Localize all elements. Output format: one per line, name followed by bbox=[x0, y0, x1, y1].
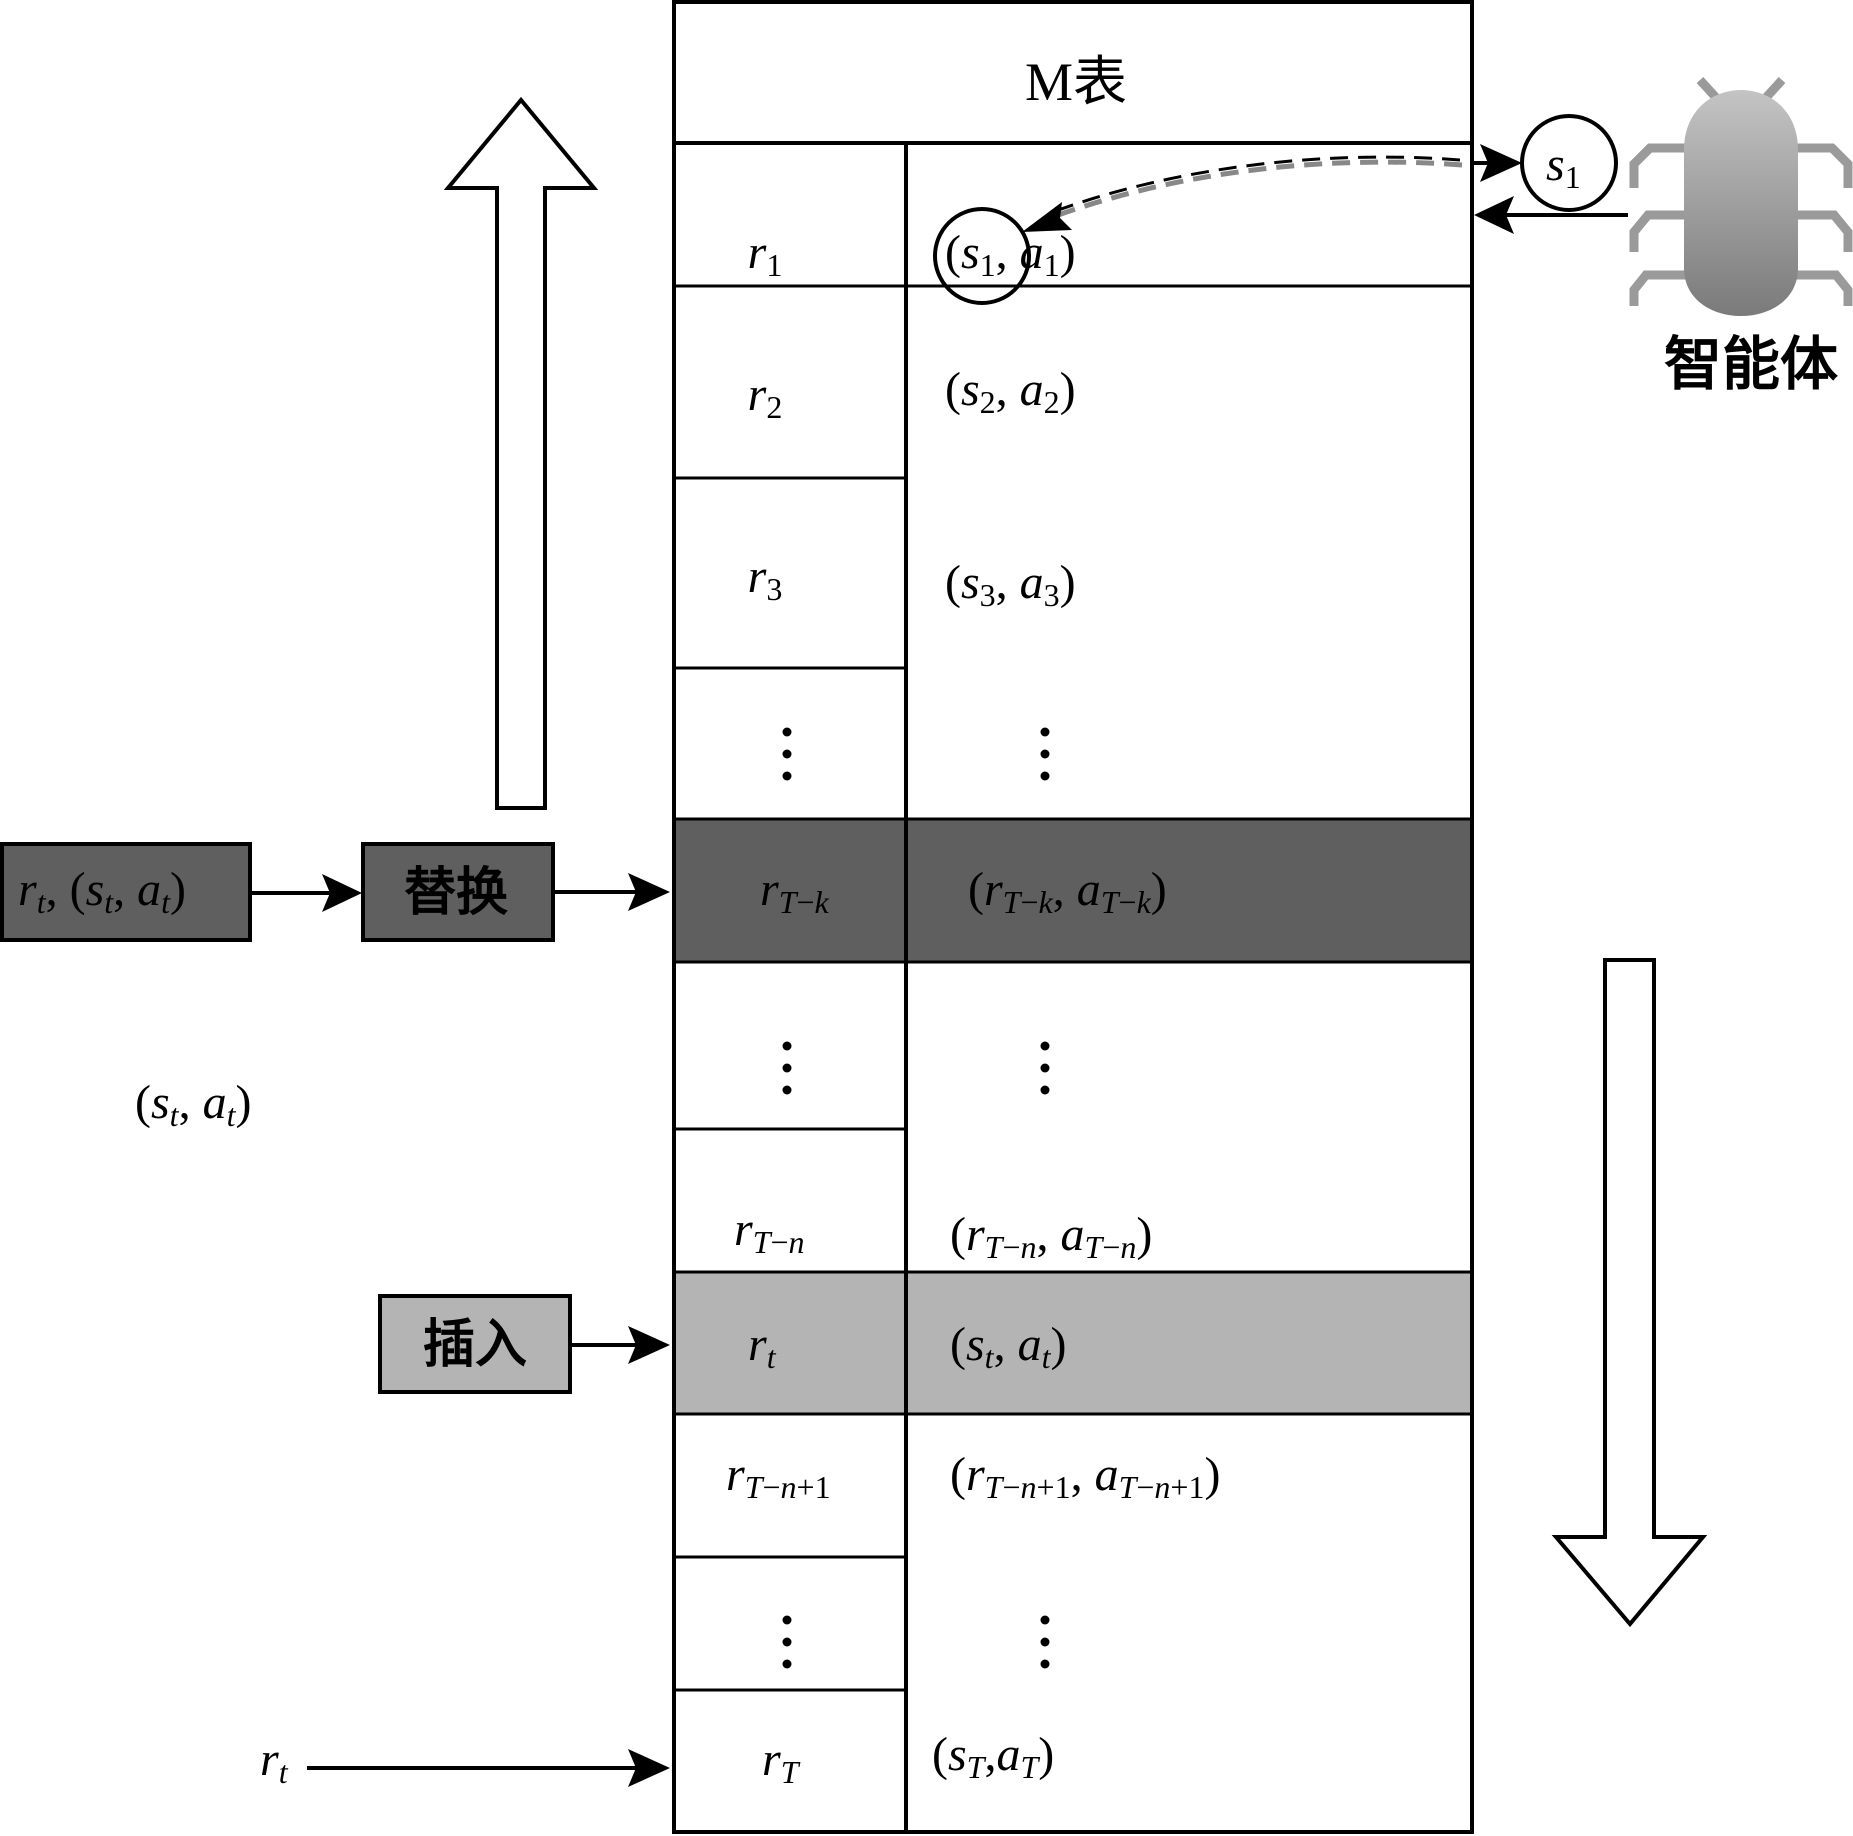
pair-s2-a2: (s2, a2) bbox=[945, 363, 1076, 420]
agent-label: 智能体 bbox=[1664, 330, 1838, 398]
down-hollow-arrow bbox=[1551, 958, 1708, 1628]
insert-label: 插入 bbox=[423, 1315, 527, 1375]
reward-r2: r2 bbox=[748, 368, 783, 425]
reward-r3: r3 bbox=[748, 550, 783, 607]
bug-body bbox=[1684, 90, 1798, 316]
s1-highlight-circle bbox=[933, 207, 1031, 305]
table-frame bbox=[672, 0, 1474, 1834]
lookup-dashed-arrow bbox=[1049, 159, 1463, 221]
reward-rT-k: rT−k bbox=[760, 863, 830, 920]
insert-row-fill bbox=[674, 1272, 1472, 1414]
pair-s3-a3: (s3, a3) bbox=[945, 556, 1076, 613]
replace-button bbox=[361, 842, 555, 942]
ellipsis-reward-1 bbox=[782, 727, 792, 781]
reward-rT-n+1: rT−n+1 bbox=[726, 1448, 831, 1505]
pair-sT-aT: (sT,aT) bbox=[932, 1728, 1054, 1785]
reward-rT: rT bbox=[762, 1733, 801, 1790]
pair-rT-n+1-aT-n+1: (rT−n+1, aT−n+1) bbox=[950, 1448, 1220, 1505]
replace-flow: rt, (st, at) 替换 bbox=[0, 842, 670, 942]
bottom-reward-label: rt bbox=[260, 1733, 289, 1790]
m-table: M表 r1 (s1, a1) r2 (s2, a2) r3 (s3, a3) r… bbox=[672, 0, 1474, 1834]
pair-label-left: (st, at) bbox=[135, 1076, 251, 1133]
replace-label: 替换 bbox=[404, 863, 508, 923]
ellipsis-pair-2 bbox=[1040, 1041, 1050, 1095]
up-hollow-arrow bbox=[443, 96, 599, 810]
pair-rT-n-aT-n: (rT−n, aT−n) bbox=[950, 1208, 1152, 1265]
insert-flow: 插入 bbox=[378, 1294, 670, 1394]
pair-st-at-inserted: (st, at) bbox=[950, 1318, 1066, 1375]
source-box-label: rt, (st, at) bbox=[18, 863, 186, 920]
reward-rt-inserted: rt bbox=[748, 1318, 777, 1375]
replace-row-fill bbox=[674, 819, 1472, 962]
insert-button bbox=[378, 1294, 572, 1394]
source-box bbox=[0, 842, 252, 942]
bottom-reward-flow: rt bbox=[260, 1733, 670, 1790]
agent: 智能体 s1 bbox=[1022, 76, 1853, 398]
reward-rT-n: rT−n bbox=[734, 1203, 805, 1260]
pair-s1-a1: (s1, a1) bbox=[945, 226, 1076, 283]
table-title: M表 bbox=[1025, 52, 1127, 112]
state-s1-label: s1 bbox=[1546, 138, 1581, 195]
ellipsis-reward-2 bbox=[782, 1041, 792, 1095]
ellipsis-reward-3 bbox=[782, 1615, 792, 1669]
ellipsis-pair-1 bbox=[1040, 727, 1050, 781]
reward-r1: r1 bbox=[748, 226, 783, 283]
ellipsis-pair-3 bbox=[1040, 1615, 1050, 1669]
